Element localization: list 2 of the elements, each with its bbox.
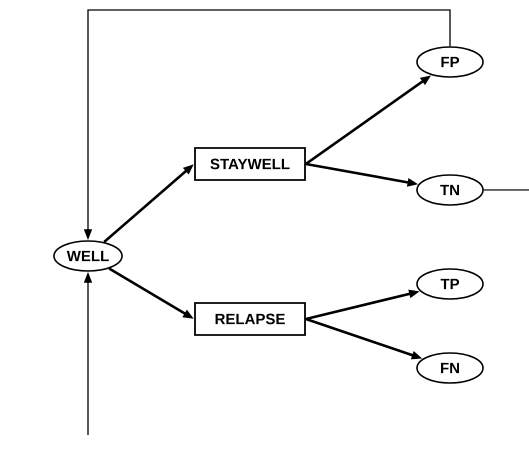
stage-box: STAYWELL bbox=[194, 147, 306, 181]
stage-box: RELAPSE bbox=[194, 302, 306, 336]
